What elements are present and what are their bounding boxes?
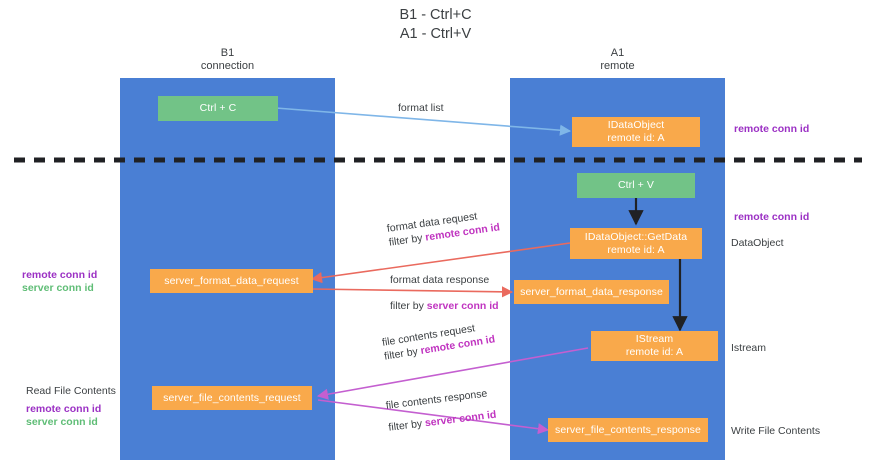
node-idataobject-getdata[interactable]: IDataObject::GetData remote id: A [570, 228, 702, 259]
edge-label-format-data-response-filter: filter by server conn id [390, 299, 499, 313]
node-server-format-data-request[interactable]: server_format_data_request [150, 269, 313, 293]
arrow-format-data-request [310, 242, 571, 284]
side-label-remote-conn-id-top: remote conn id [734, 123, 810, 135]
side-label-read-file-contents: Read File Contents [26, 385, 116, 397]
edge-label-format-data-response: format data response [390, 274, 490, 286]
side-label-istream: Istream [731, 342, 767, 354]
side-label-left-remote-conn-id-2: remote conn id [26, 403, 102, 415]
node-ctrl-v[interactable]: Ctrl + V [577, 173, 695, 198]
arrow-file-contents-response [317, 399, 550, 435]
node-server-format-data-response[interactable]: server_format_data_response [514, 280, 669, 304]
edge-label-format-list: format list [398, 102, 444, 114]
arrow-format-list [275, 107, 572, 136]
side-label-left-server-conn-id-2: server conn id [26, 416, 98, 428]
lane-header-a1: A1 remote [600, 47, 635, 72]
arrow-format-data-response [311, 286, 514, 298]
edge-label-format-data-response-group: format data response filter by server co… [390, 273, 499, 313]
side-label-write-file-contents: Write File Contents [731, 425, 821, 437]
page-title: B1 - Ctrl+C A1 - Ctrl+V [399, 7, 472, 42]
side-label-left-remote-conn-id: remote conn id [22, 269, 98, 281]
node-ctrl-c[interactable]: Ctrl + C [158, 96, 278, 121]
side-label-remote-conn-id-mid: remote conn id [734, 211, 810, 223]
node-server-file-contents-request[interactable]: server_file_contents_request [152, 386, 312, 410]
filter-key-server-conn-id: server conn id [426, 300, 499, 312]
side-label-left-server-conn-id: server conn id [22, 282, 94, 294]
lane-header-b1: B1 connection [200, 47, 255, 72]
node-server-file-contents-response[interactable]: server_file_contents_response [548, 418, 708, 442]
node-idataobject[interactable]: IDataObject remote id: A [572, 117, 700, 147]
filter-prefix: filter by [390, 300, 427, 312]
side-label-dataobject: DataObject [731, 237, 784, 249]
node-istream[interactable]: IStream remote id: A [591, 331, 718, 361]
arrow-file-contents-request [316, 347, 589, 400]
